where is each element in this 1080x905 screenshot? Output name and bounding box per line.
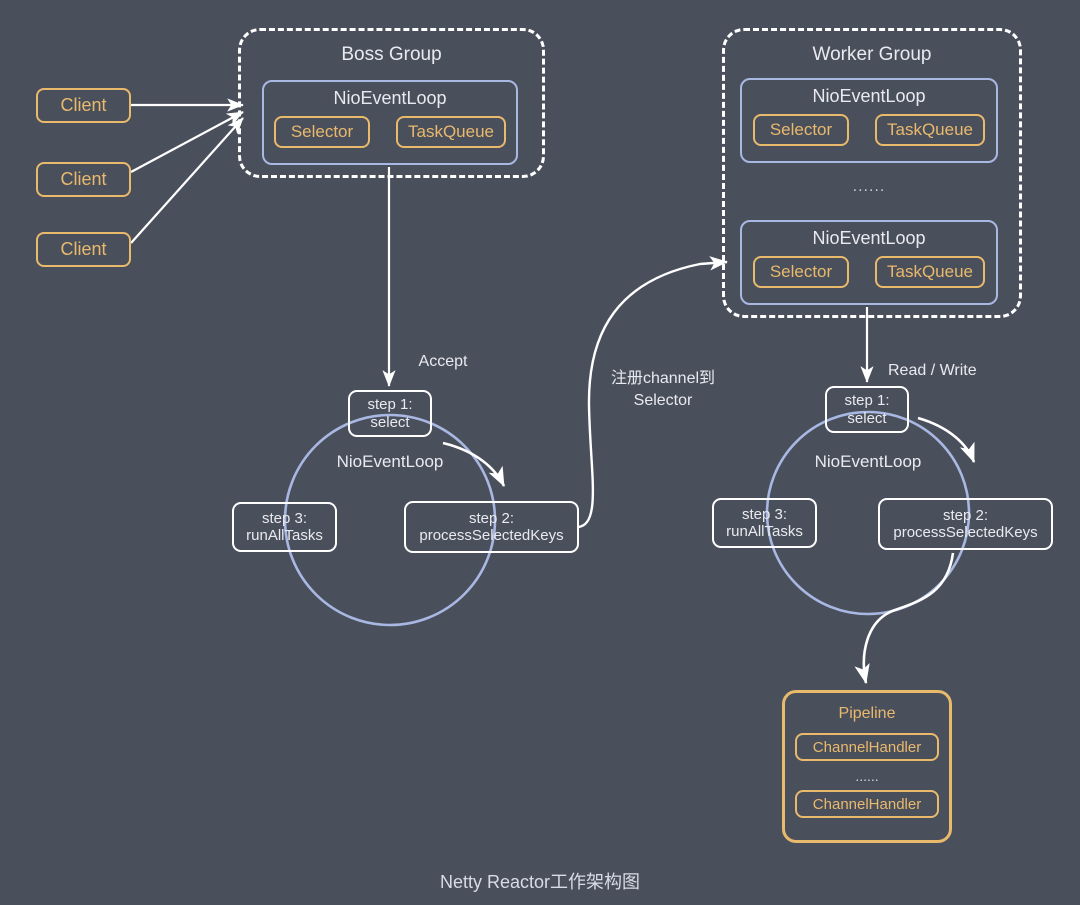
worker-step-2-line-1: step 2: bbox=[942, 506, 989, 524]
pipeline-handler-box-1[interactable]: ChannelHandler bbox=[795, 733, 939, 762]
boss-nioeventloop-box[interactable]: NioEventLoop Selector TaskQueue bbox=[262, 80, 518, 165]
read-write-edge-label: Read / Write bbox=[888, 362, 977, 379]
client-box-2[interactable]: Client bbox=[36, 162, 131, 197]
worker-nioeventloop-title: NioEventLoop bbox=[812, 86, 926, 106]
register-channel-line-1: 注册channel到 bbox=[610, 370, 716, 387]
boss-step-2-box[interactable]: step 2: processSelectedKeys bbox=[404, 501, 579, 553]
boss-taskqueue-box[interactable]: TaskQueue bbox=[396, 115, 506, 148]
register-channel-edge-label: 注册channel到 Selector bbox=[598, 368, 728, 411]
worker-step-1-line-2: select bbox=[847, 409, 887, 427]
worker-step-1-box[interactable]: step 1: select bbox=[825, 386, 909, 433]
worker-nioeventloop-box-2[interactable]: NioEventLoop Selector TaskQueue bbox=[740, 220, 998, 305]
pipeline-handler-label: ChannelHandler bbox=[812, 795, 922, 813]
worker-step-3-box[interactable]: step 3: runAllTasks bbox=[712, 498, 817, 548]
worker-selector-box[interactable]: Selector bbox=[753, 113, 849, 146]
boss-cycle-center-label: NioEventLoop bbox=[336, 452, 444, 471]
boss-step-3-line-1: step 3: bbox=[261, 509, 308, 527]
boss-selector-box[interactable]: Selector bbox=[274, 115, 370, 148]
edge-client2-to-boss bbox=[130, 111, 244, 173]
pipeline-box[interactable]: Pipeline ChannelHandler ...... ChannelHa… bbox=[782, 690, 952, 843]
accept-edge-label: Accept bbox=[418, 353, 468, 370]
client-label: Client bbox=[60, 239, 107, 260]
worker-group-title: Worker Group bbox=[812, 44, 932, 65]
worker-nioeventloop-title: NioEventLoop bbox=[812, 228, 926, 248]
boss-step-1-box[interactable]: step 1: select bbox=[348, 390, 432, 437]
client-box-1[interactable]: Client bbox=[36, 88, 131, 123]
worker-group-ellipsis: ...... bbox=[852, 178, 886, 195]
edge-client3-to-boss bbox=[130, 117, 244, 244]
worker-taskqueue-label: TaskQueue bbox=[887, 119, 973, 139]
boss-taskqueue-label: TaskQueue bbox=[408, 121, 494, 141]
worker-step-1-line-1: step 1: bbox=[844, 392, 890, 410]
worker-selector-box[interactable]: Selector bbox=[753, 255, 849, 288]
register-channel-line-2: Selector bbox=[633, 391, 693, 409]
worker-taskqueue-label: TaskQueue bbox=[887, 261, 973, 281]
worker-step-3-line-1: step 3: bbox=[741, 505, 788, 523]
boss-step-1-line-1: step 1: bbox=[367, 396, 413, 414]
client-box-3[interactable]: Client bbox=[36, 232, 131, 267]
pipeline-handler-box-2[interactable]: ChannelHandler bbox=[795, 790, 939, 819]
client-label: Client bbox=[60, 169, 107, 190]
worker-step-2-line-2: processSelectedKeys bbox=[893, 524, 1038, 541]
worker-taskqueue-box[interactable]: TaskQueue bbox=[875, 113, 985, 146]
pipeline-title: Pipeline bbox=[838, 705, 896, 722]
boss-group-title: Boss Group bbox=[341, 44, 442, 65]
boss-step-3-box[interactable]: step 3: runAllTasks bbox=[232, 502, 337, 552]
boss-step-2-line-1: step 2: bbox=[468, 509, 515, 527]
worker-selector-label: Selector bbox=[769, 119, 833, 139]
pipeline-ellipsis: ...... bbox=[855, 768, 879, 785]
worker-step-2-box[interactable]: step 2: processSelectedKeys bbox=[878, 498, 1053, 550]
client-label: Client bbox=[60, 95, 107, 116]
worker-taskqueue-box[interactable]: TaskQueue bbox=[875, 255, 985, 288]
boss-step-3-line-2: runAllTasks bbox=[246, 527, 323, 544]
worker-selector-label: Selector bbox=[769, 261, 833, 281]
edge-to-pipeline bbox=[854, 552, 955, 685]
boss-step-2-line-2: processSelectedKeys bbox=[419, 527, 564, 544]
worker-group-container bbox=[722, 28, 1022, 318]
diagram-caption: Netty Reactor工作架构图 bbox=[439, 872, 641, 892]
boss-step-1-line-2: select bbox=[370, 413, 410, 431]
worker-step-3-line-2: runAllTasks bbox=[726, 523, 803, 540]
boss-group-container bbox=[238, 28, 545, 178]
worker-nioeventloop-box-1[interactable]: NioEventLoop Selector TaskQueue bbox=[740, 78, 998, 163]
worker-cycle-center-label: NioEventLoop bbox=[814, 452, 922, 471]
pipeline-handler-label: ChannelHandler bbox=[812, 738, 922, 756]
boss-nioeventloop-title: NioEventLoop bbox=[333, 88, 447, 108]
boss-selector-label: Selector bbox=[290, 121, 354, 141]
